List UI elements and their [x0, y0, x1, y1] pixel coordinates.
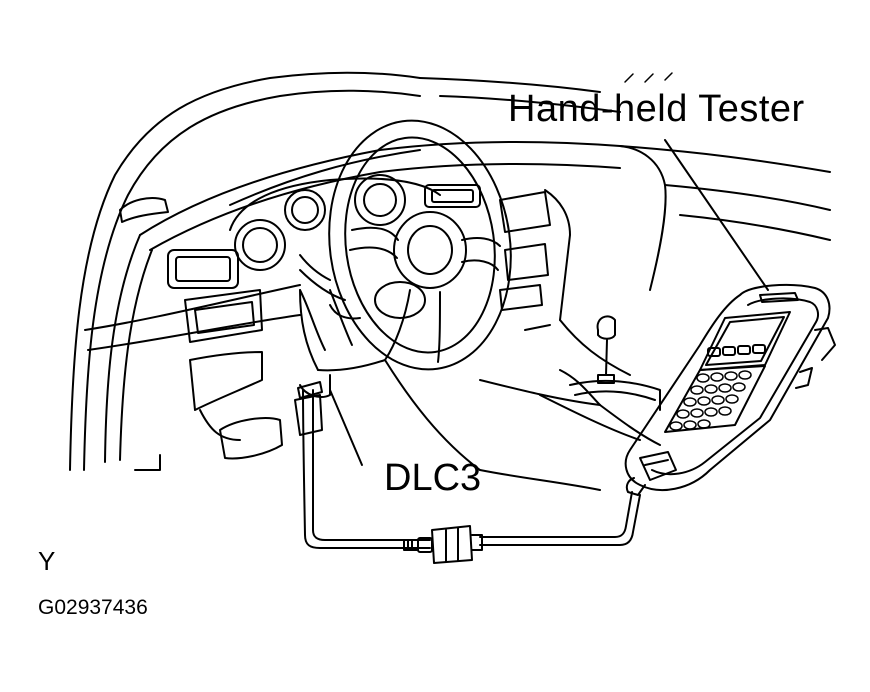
windshield-frame — [69, 71, 621, 471]
floor-console — [479, 315, 661, 491]
center-stack — [424, 184, 631, 376]
figure-code: G02937436 — [38, 596, 148, 619]
glass-reflection-marks — [624, 72, 673, 83]
pedals — [219, 394, 323, 460]
instrument-cluster — [229, 174, 441, 271]
cable-adapter — [403, 525, 483, 564]
corner-mark: Y — [38, 546, 56, 576]
hand-held-tester — [624, 139, 836, 496]
steering-wheel — [299, 119, 512, 371]
tester-label: Hand-held Tester — [508, 88, 805, 130]
dashboard — [84, 140, 831, 441]
tester-cable — [297, 381, 641, 549]
dlc3-label: DLC3 — [384, 457, 482, 499]
